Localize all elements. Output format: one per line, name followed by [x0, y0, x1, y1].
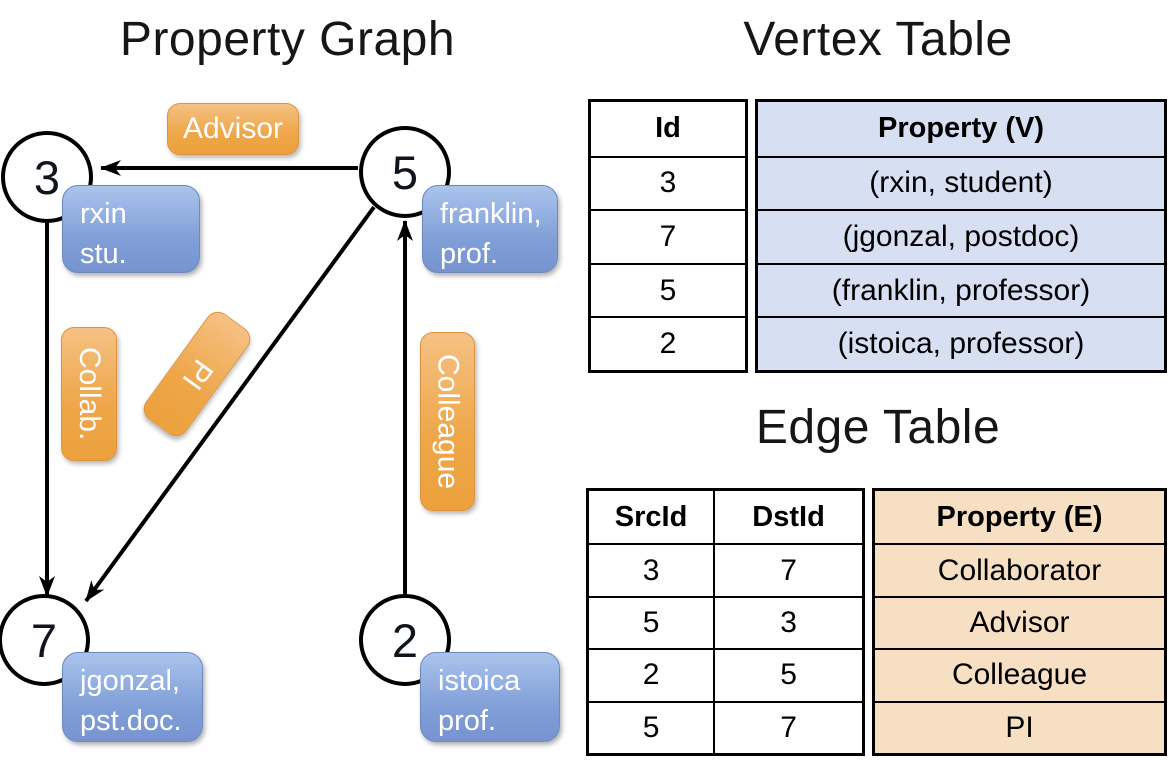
vertex-table-id-cell: 5 [591, 262, 745, 317]
edge-table-header-dstid: DstId [752, 500, 825, 533]
node-7-id: 7 [30, 613, 58, 667]
edge-label-pi-text: PI [175, 353, 220, 396]
vertex-table-property-cell: (franklin, professor) [758, 262, 1164, 317]
edge-table-property-column: Property (E) Collaborator Advisor Collea… [872, 488, 1167, 756]
edge-line-pi-5-to-7 [84, 205, 376, 603]
edge-table-title: Edge Table [755, 401, 1001, 454]
edge-table-src-cell: 2 [589, 648, 716, 701]
vertex-table-property-cell: (jgonzal, postdoc) [758, 209, 1164, 263]
edge-table-header-property: Property (E) [936, 500, 1103, 533]
property-graph-title: Property Graph [119, 13, 456, 66]
graph-edges-layer [39, 160, 413, 603]
graph-node-5: 5 [359, 126, 451, 218]
vertex-table-property-column: Property (V) (rxin, student) (jgonzal, p… [755, 99, 1167, 373]
vertex-property-box-3: rxin stu. [62, 185, 200, 273]
edge-label-collab-text: Collab. [73, 347, 106, 441]
node-2-id: 2 [391, 613, 419, 667]
vertex-5-prop-line1: franklin, [440, 198, 542, 230]
vertex-table-property-cell: (rxin, student) [758, 155, 1164, 210]
vertex-3-prop-line2: stu. [80, 238, 127, 271]
edge-table-dst-cell: 7 [715, 700, 862, 753]
edge-table-dst-cell: 5 [715, 648, 862, 700]
edge-label-advisor-text: Advisor [182, 112, 284, 145]
edge-table-src-cell: 3 [589, 543, 716, 596]
edge-table-dst-cell: 3 [715, 595, 862, 648]
edge-table-property-cell: Collaborator [875, 543, 1164, 595]
edge-table-property-cell: PI [875, 700, 1164, 753]
edge-table-header-srcid: SrcId [589, 491, 716, 544]
vertex-2-prop-line2: prof. [438, 705, 497, 738]
edge-table-id-columns: SrcId DstId 3 7 5 3 2 5 5 7 [586, 488, 865, 756]
vertex-table-id-column: Id 3 7 5 2 [588, 99, 748, 373]
graph-node-2: 2 [359, 594, 451, 686]
edge-label-advisor: Advisor [167, 103, 299, 155]
vertex-7-prop-line1: jgonzal, [80, 665, 180, 697]
edge-table-property-cell: Colleague [875, 648, 1164, 700]
edge-table-property-cell: Advisor [875, 595, 1164, 648]
vertex-property-box-2: istoica prof. [420, 652, 560, 742]
vertex-3-prop-line1: rxin [80, 198, 127, 230]
edge-table-src-cell: 5 [589, 595, 716, 649]
vertex-table-title: Vertex Table [743, 13, 1013, 66]
vertex-table-id-cell: 7 [591, 209, 745, 263]
edge-label-collab: Collab. [61, 327, 117, 461]
vertex-5-prop-line2: prof. [440, 238, 499, 271]
edge-table-dst-cell: 7 [715, 543, 862, 595]
vertex-2-prop-line1: istoica [438, 665, 521, 697]
node-5-id: 5 [391, 145, 419, 199]
node-3-id: 3 [33, 150, 61, 204]
edge-label-colleague: Colleague [420, 332, 475, 511]
vertex-7-prop-line2: pst.doc. [80, 705, 182, 738]
edge-table-src-cell: 5 [589, 700, 716, 753]
vertex-table-header-property: Property (V) [878, 112, 1044, 145]
edge-label-colleague-text: Colleague [431, 353, 465, 490]
vertex-property-box-7: jgonzal, pst.doc. [62, 652, 203, 742]
vertex-table-property-cell: (istoica, professor) [758, 316, 1164, 370]
vertex-property-box-5: franklin, prof. [422, 185, 558, 273]
vertex-table-id-cell: 3 [591, 155, 745, 210]
vertex-table-id-cell: 2 [591, 316, 745, 370]
vertex-table-header-id: Id [655, 112, 681, 145]
